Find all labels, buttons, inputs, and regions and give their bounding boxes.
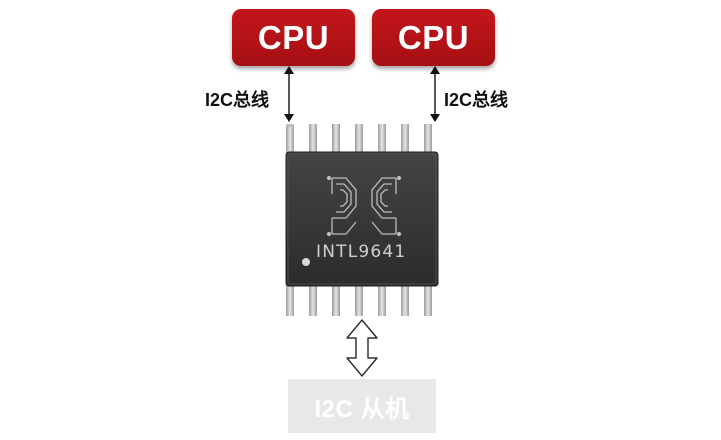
cpu-label: CPU [257,18,330,56]
cpu-block-right: CPU [372,9,495,66]
chip-label: INTL9641 [316,242,407,262]
chip-top-pins [286,124,432,154]
chip-package [285,124,439,316]
pin1-marker-icon [302,258,310,266]
bus-arrow-left [284,66,294,122]
slave-bus-arrow [346,319,378,377]
slave-label: I2C 从机 [314,395,410,423]
chip-bottom-pins [286,282,432,316]
cpu-block-left: CPU [232,9,355,66]
bus-arrow-right [430,66,440,122]
bus-label-right: I2C总线 [444,90,509,110]
chip-logo-icon [326,175,402,237]
i2c-slave-block: I2C 从机 [288,379,436,433]
bus-label-left: I2C总线 [205,90,270,110]
cpu-label: CPU [397,18,470,56]
